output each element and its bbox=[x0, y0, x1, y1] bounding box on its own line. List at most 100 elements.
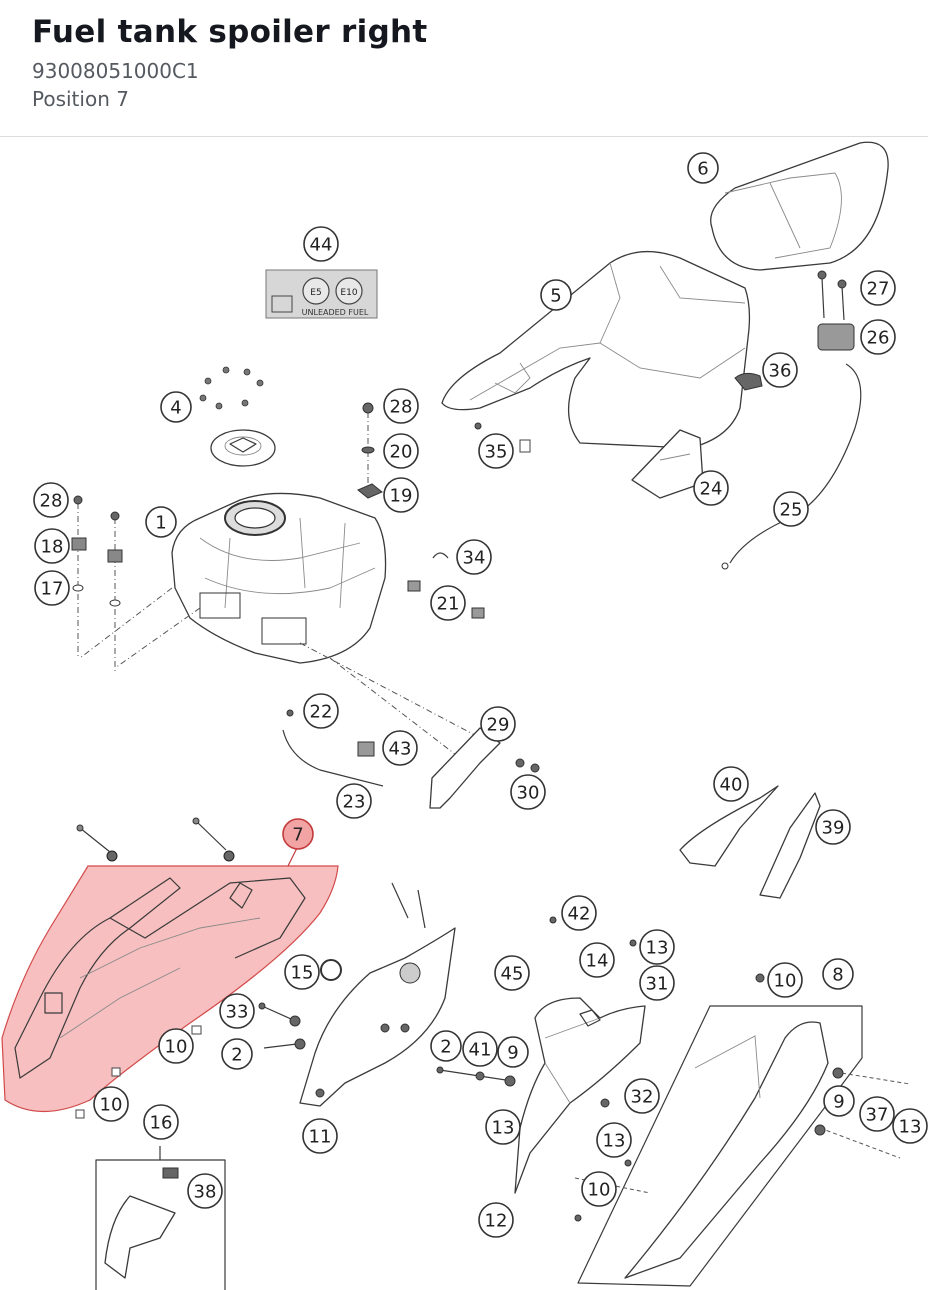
callout-2[interactable]: 2 bbox=[430, 1030, 462, 1062]
callout-43[interactable]: 43 bbox=[382, 730, 418, 766]
callout-16[interactable]: 16 bbox=[143, 1104, 179, 1140]
callout-44[interactable]: 44 bbox=[303, 226, 339, 262]
callout-6[interactable]: 6 bbox=[687, 152, 719, 184]
callout-1[interactable]: 1 bbox=[145, 506, 177, 538]
callout-25[interactable]: 25 bbox=[773, 491, 809, 527]
callout-10[interactable]: 10 bbox=[158, 1028, 194, 1064]
callout-number: 41 bbox=[469, 1040, 492, 1061]
callout-20[interactable]: 20 bbox=[383, 433, 419, 469]
part-7-fuel-tank-spoiler-right-highlight[interactable] bbox=[1, 817, 339, 1113]
callout-8[interactable]: 8 bbox=[822, 958, 854, 990]
bolt-set-33-2 bbox=[75, 1002, 516, 1119]
part-19-20-28-stack bbox=[357, 402, 383, 499]
callout-10[interactable]: 10 bbox=[93, 1086, 129, 1122]
callout-number: 40 bbox=[720, 775, 743, 796]
callout-number: 28 bbox=[390, 397, 413, 418]
callout-number: 13 bbox=[646, 938, 669, 959]
callout-number: 28 bbox=[40, 491, 63, 512]
exploded-parts-diagram[interactable]: E5 E10 UNLEADED FUEL bbox=[0, 138, 928, 1290]
part-29-bracket bbox=[429, 727, 540, 809]
callout-circle bbox=[383, 477, 419, 513]
callout-2[interactable]: 2 bbox=[221, 1038, 253, 1070]
callout-7[interactable]: 7 bbox=[282, 818, 314, 850]
callout-21[interactable]: 21 bbox=[430, 585, 466, 621]
callout-24[interactable]: 24 bbox=[693, 470, 729, 506]
callout-17[interactable]: 17 bbox=[34, 570, 70, 606]
callout-12[interactable]: 12 bbox=[478, 1202, 514, 1238]
callout-10[interactable]: 10 bbox=[767, 962, 803, 998]
callout-15[interactable]: 15 bbox=[284, 954, 320, 990]
callout-circle bbox=[693, 470, 729, 506]
callout-number: 10 bbox=[588, 1180, 611, 1201]
callout-28[interactable]: 28 bbox=[33, 482, 69, 518]
part-22-23-hose-group bbox=[282, 709, 384, 787]
callout-26[interactable]: 26 bbox=[860, 319, 896, 355]
part-36-clip bbox=[734, 372, 763, 391]
callout-circle bbox=[860, 319, 896, 355]
callout-number: 14 bbox=[586, 951, 609, 972]
callout-5[interactable]: 5 bbox=[540, 279, 572, 311]
callout-41[interactable]: 41 bbox=[462, 1031, 498, 1067]
callout-40[interactable]: 40 bbox=[713, 766, 749, 802]
callout-31[interactable]: 31 bbox=[639, 965, 675, 1001]
part-11-inner-bracket bbox=[299, 882, 456, 1107]
callout-number: 13 bbox=[492, 1118, 515, 1139]
callout-4[interactable]: 4 bbox=[160, 391, 192, 423]
callout-number: 19 bbox=[390, 486, 413, 507]
callout-33[interactable]: 33 bbox=[219, 993, 255, 1029]
callout-28[interactable]: 28 bbox=[383, 388, 419, 424]
label-e10: E10 bbox=[340, 288, 357, 298]
callout-13[interactable]: 13 bbox=[892, 1108, 928, 1144]
part-24-tool-bag bbox=[631, 429, 704, 499]
callout-19[interactable]: 19 bbox=[383, 477, 419, 513]
callout-35[interactable]: 35 bbox=[478, 433, 514, 469]
callout-circle bbox=[219, 993, 255, 1029]
callout-circle bbox=[581, 1171, 617, 1207]
callout-38[interactable]: 38 bbox=[187, 1173, 223, 1209]
callout-36[interactable]: 36 bbox=[762, 352, 798, 388]
callout-10[interactable]: 10 bbox=[581, 1171, 617, 1207]
part-17-18-28-left-stack bbox=[71, 495, 123, 673]
callout-9[interactable]: 9 bbox=[823, 1085, 855, 1117]
callout-13[interactable]: 13 bbox=[485, 1109, 521, 1145]
callout-circle bbox=[383, 433, 419, 469]
part-6-pillion-seat bbox=[710, 141, 889, 271]
callout-23[interactable]: 23 bbox=[336, 783, 372, 819]
callout-30[interactable]: 30 bbox=[510, 774, 546, 810]
callout-circle bbox=[561, 895, 597, 931]
callout-14[interactable]: 14 bbox=[579, 942, 615, 978]
callout-circle bbox=[187, 1173, 223, 1209]
callout-circle bbox=[456, 539, 492, 575]
callout-13[interactable]: 13 bbox=[639, 929, 675, 965]
callout-circle bbox=[823, 1085, 855, 1117]
callout-32[interactable]: 32 bbox=[624, 1078, 660, 1114]
callout-number: 5 bbox=[550, 286, 561, 307]
callout-number: 2 bbox=[231, 1045, 242, 1066]
callout-9[interactable]: 9 bbox=[497, 1036, 529, 1068]
callout-circle bbox=[540, 279, 572, 311]
callout-circle bbox=[767, 962, 803, 998]
callout-37[interactable]: 37 bbox=[859, 1096, 895, 1132]
part-35-fastener bbox=[474, 422, 531, 453]
callout-circle bbox=[860, 270, 896, 306]
callout-number: 37 bbox=[866, 1105, 889, 1126]
callout-number: 11 bbox=[309, 1127, 332, 1148]
callout-11[interactable]: 11 bbox=[302, 1118, 338, 1154]
callout-number: 20 bbox=[390, 442, 413, 463]
callout-circle bbox=[282, 818, 314, 850]
callout-22[interactable]: 22 bbox=[303, 693, 339, 729]
part-title: Fuel tank spoiler right bbox=[32, 14, 428, 50]
callout-39[interactable]: 39 bbox=[815, 809, 851, 845]
callout-13[interactable]: 13 bbox=[596, 1122, 632, 1158]
part-40-panel bbox=[679, 785, 779, 867]
callout-45[interactable]: 45 bbox=[494, 955, 530, 991]
callout-34[interactable]: 34 bbox=[456, 539, 492, 575]
callout-number: 23 bbox=[343, 792, 366, 813]
callout-18[interactable]: 18 bbox=[34, 528, 70, 564]
callout-27[interactable]: 27 bbox=[860, 270, 896, 306]
callout-29[interactable]: 29 bbox=[480, 706, 516, 742]
callout-circle bbox=[93, 1086, 129, 1122]
callout-number: 8 bbox=[832, 965, 843, 986]
callout-circle bbox=[480, 706, 516, 742]
callout-42[interactable]: 42 bbox=[561, 895, 597, 931]
